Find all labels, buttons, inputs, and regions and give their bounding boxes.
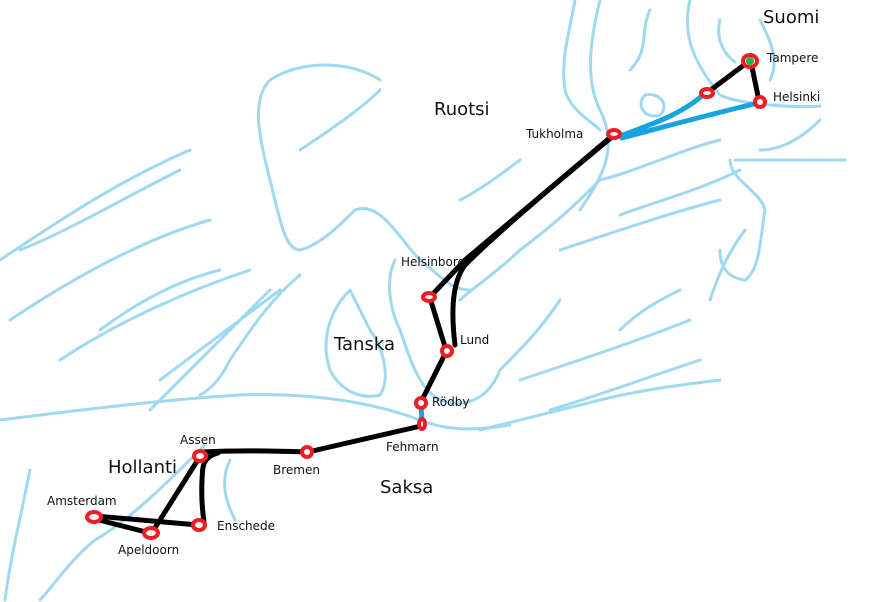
ferry-tukholma-turku [617,92,706,139]
station-label-tukholma: Tukholma [526,127,584,141]
coastlines [0,0,847,602]
country-label-germany: Saksa [380,477,434,498]
rail-routes [92,59,762,536]
station-helsinki[interactable] [753,95,767,109]
country-label-denmark: Tanska [334,334,395,355]
origin-marker [746,57,754,65]
station-assen[interactable] [192,449,208,463]
station-amsterdam[interactable] [85,510,103,524]
rail-lund-rodby [418,349,449,405]
rail-assen-apeldoorn [150,455,202,534]
station-label-tampere: Tampere [767,51,819,65]
station-lund[interactable] [440,344,454,358]
station-label-assen: Assen [180,433,216,447]
station-turku[interactable] [699,87,715,99]
rail-tampere-turku [705,59,751,95]
station-label-lund: Lund [460,333,490,347]
ferry-tukholma-helsinki [619,100,761,141]
country-label-sweden: Ruotsi [434,99,490,120]
station-label-helsinki: Helsinki [773,90,821,104]
country-label-netherlands: Hollanti [108,457,178,478]
rail-tukholma-lund [450,134,615,348]
station-label-helsinborg: Helsinborg [401,255,466,269]
station-label-enschede: Enschede [217,519,276,533]
station-label-apeldoorn: Apeldoorn [118,543,180,557]
stations [85,53,767,540]
country-label-finland: Suomi [763,7,820,28]
station-apeldoorn[interactable] [142,526,160,540]
station-label-bremen: Bremen [273,463,320,477]
rail-amsterdam-apeldoorn [92,516,153,536]
station-label-rodby: Rödby [432,395,470,409]
station-label-fehmarn: Fehmarn [386,440,439,454]
station-label-amsterdam: Amsterdam [47,494,117,508]
rail-helsinborg-lund [427,295,449,353]
station-tukholma[interactable] [606,128,622,140]
rail-amsterdam-enschede [92,513,201,528]
station-bremen[interactable] [300,445,314,459]
station-helsinborg[interactable] [421,291,437,303]
station-fehmarn[interactable] [417,417,427,431]
rail-fehmarn-bremen [305,423,424,455]
station-rodby[interactable] [414,396,428,410]
station-enschede[interactable] [191,518,207,532]
rail-assen-enschede [199,450,221,525]
